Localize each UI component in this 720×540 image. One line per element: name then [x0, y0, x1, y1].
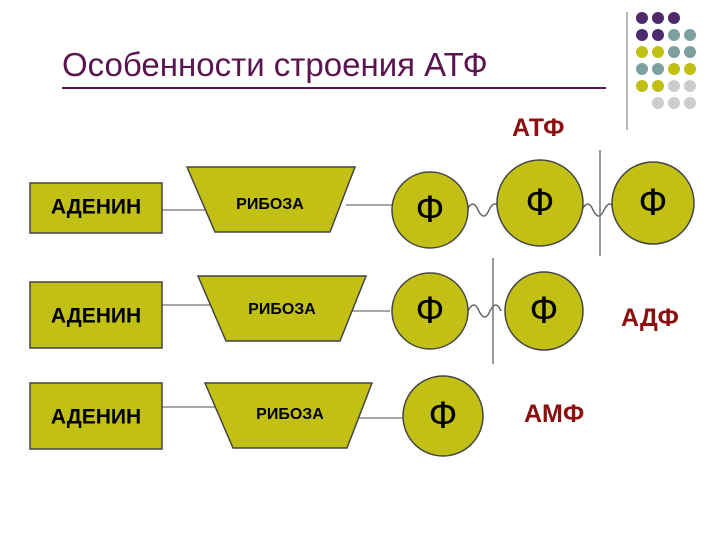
decorative-dot — [668, 97, 680, 109]
adenine-label: АДЕНИН — [51, 406, 141, 429]
high-energy-bond-2 — [581, 203, 616, 217]
decorative-dot — [652, 80, 664, 92]
ribose-label: РИБОЗА — [256, 406, 324, 423]
decorative-dot — [668, 29, 680, 41]
decorative-dot — [668, 46, 680, 58]
high-energy-bond — [467, 304, 502, 318]
title-underline — [62, 87, 606, 89]
decorative-dot — [652, 97, 664, 109]
label-atp: АТФ — [512, 114, 565, 142]
phosphate-label: Ф — [639, 182, 668, 224]
decorative-dot — [668, 12, 680, 24]
row-atp: АДЕНИН РИБОЗА Ф Ф Ф — [29, 150, 695, 256]
phosphate-label: Ф — [530, 290, 559, 332]
decorative-dot — [636, 63, 648, 75]
phosphate-circle — [391, 272, 469, 350]
adenine-box — [29, 182, 163, 234]
row-amp: АДЕНИН РИБОЗА Ф — [29, 375, 484, 457]
ribose-label: РИБОЗА — [236, 196, 304, 213]
decorative-dot — [652, 29, 664, 41]
decorative-dot — [684, 80, 696, 92]
phosphate-label: Ф — [416, 189, 445, 231]
label-adp: АДФ — [621, 304, 679, 332]
decorative-dot — [652, 12, 664, 24]
decorative-dot — [684, 63, 696, 75]
decorative-dot — [668, 63, 680, 75]
phosphate-circle — [402, 375, 484, 457]
adenine-box — [29, 382, 163, 450]
decorative-dot — [636, 80, 648, 92]
phosphate-label: Ф — [526, 182, 555, 224]
ribose-trapezoid — [203, 382, 374, 449]
phosphate-circle — [391, 171, 469, 249]
row-adp: АДЕНИН РИБОЗА Ф Ф — [29, 258, 584, 364]
ribose-label: РИБОЗА — [248, 301, 316, 318]
adenine-label: АДЕНИН — [51, 196, 141, 219]
phosphate-circle — [496, 159, 584, 247]
decorative-dot — [636, 12, 648, 24]
phosphate-circle — [611, 161, 695, 245]
decorative-dot — [652, 46, 664, 58]
decorative-vertical-line — [626, 12, 628, 130]
high-energy-bond-1 — [466, 203, 501, 217]
page-title: Особенности строения АТФ — [62, 46, 488, 83]
decorative-dot — [652, 63, 664, 75]
decorative-dot — [684, 29, 696, 41]
ribose-trapezoid — [196, 275, 368, 342]
label-amp: АМФ — [524, 400, 585, 428]
decorative-dot — [636, 29, 648, 41]
decorative-dot — [636, 46, 648, 58]
decorative-dot — [684, 97, 696, 109]
phosphate-circle — [504, 271, 584, 351]
ribose-trapezoid — [185, 166, 357, 233]
adenine-box — [29, 281, 163, 349]
decorative-dot — [684, 46, 696, 58]
adenine-label: АДЕНИН — [51, 305, 141, 328]
decorative-dot — [668, 80, 680, 92]
phosphate-label: Ф — [429, 395, 458, 437]
phosphate-label: Ф — [416, 290, 445, 332]
